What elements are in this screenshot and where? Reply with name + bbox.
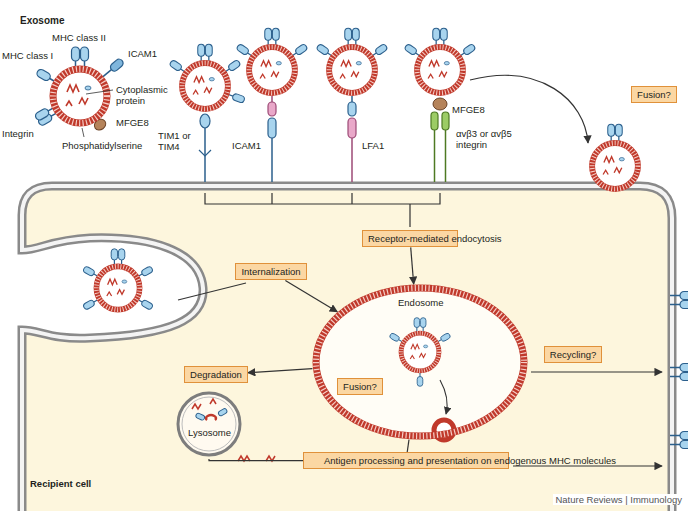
node-text: Fusion?	[343, 381, 377, 392]
label-anchor: ICAM1	[232, 140, 261, 151]
connector-arrow	[285, 280, 337, 311]
membrane-inner-line	[182, 397, 236, 451]
label-anchor: Nature Reviews | Immunology	[553, 494, 684, 505]
connector-arrow	[248, 369, 313, 373]
endosome-lumen	[316, 288, 524, 436]
exosome	[316, 28, 388, 93]
process-label: Recycling?	[544, 346, 602, 363]
lysosome-debris	[192, 399, 228, 421]
fusion-arrow	[440, 380, 447, 414]
part-label: MFGE8	[116, 117, 149, 128]
label-anchor: Integrin	[2, 128, 34, 139]
node-text: Antigen processing and presentation on e…	[324, 455, 616, 466]
process-label: Antigen processing and presentation on e…	[303, 452, 509, 469]
lysosome-lumen	[178, 393, 240, 455]
label-anchor: Cytoplasmic protein	[116, 84, 178, 107]
lysosome-compartment: Lysosome	[174, 389, 244, 459]
node-text: Lysosome	[188, 427, 231, 438]
process-label: Fusion?	[337, 378, 383, 395]
fusing-exosome	[592, 124, 638, 189]
part-label: MFGE8	[452, 104, 485, 115]
cell-membrane	[22, 186, 672, 511]
label-anchor: MHC class I	[2, 50, 53, 61]
process-label: Receptor-mediated endocytosis	[362, 230, 458, 247]
lfa1-receptor	[348, 96, 356, 182]
label-anchor: MFGE8	[116, 117, 149, 128]
part-label: αvβ3 or αvβ5 integrin	[456, 128, 526, 151]
cell-membrane-inner	[22, 186, 672, 511]
exosome	[236, 28, 308, 93]
leader-line	[82, 128, 84, 137]
membrane-stripes	[316, 288, 524, 436]
node-text: Recipient cell	[30, 478, 91, 489]
node-text: Receptor-mediated endocytosis	[368, 233, 502, 244]
internalized-exosome	[82, 249, 153, 311]
label-anchor: TIM1 or TIM4	[158, 130, 202, 153]
cell-region: Recipient cell Receptor-mediated endocyto…	[0, 176, 688, 511]
part-label: ICAM1	[232, 140, 261, 151]
membrane-mhc	[670, 292, 688, 449]
label-anchor: MHC class II	[52, 32, 106, 43]
label-anchor: Phosphatidylserine	[62, 140, 142, 151]
part-label: ICAM1	[128, 48, 157, 59]
connector-arrow	[209, 459, 303, 461]
tim-receptor	[199, 114, 211, 182]
part-label: Cytoplasmic protein	[116, 84, 178, 107]
lysosome-membrane	[174, 389, 244, 459]
part-label: MHC class I	[2, 50, 53, 61]
part-label: Phosphatidylserine	[62, 140, 142, 151]
leader-line	[86, 90, 113, 94]
part-label: TIM1 or TIM4	[158, 130, 202, 153]
exosome	[404, 28, 476, 93]
process-label: Degradation	[184, 366, 248, 383]
part-label: Integrin	[2, 128, 34, 139]
node-text: Endosome	[398, 297, 443, 308]
node-text: Recycling?	[550, 349, 596, 360]
intraluminal-exosome	[389, 318, 451, 387]
integrin-receptor	[431, 98, 449, 182]
figure-key-title: Exosome	[20, 15, 64, 27]
exosome	[169, 44, 245, 109]
internalization-arrow-tail	[178, 283, 246, 300]
endosome-compartment: EndosomeFusion?	[312, 284, 528, 440]
cell-cytoplasm	[22, 186, 672, 511]
node-text: Internalization	[241, 266, 300, 277]
node-text: Fusion?	[637, 89, 671, 100]
connector-arrow	[411, 247, 414, 284]
connector-arrow	[407, 440, 409, 452]
process-label: Fusion?	[631, 86, 677, 103]
membrane-outline	[316, 288, 524, 436]
label-anchor: MFGE8	[452, 104, 485, 115]
receptor-bracket	[205, 193, 440, 227]
recycling-arrow	[531, 371, 662, 372]
label-anchor: αvβ3 or αvβ5 integrin	[456, 128, 526, 151]
membrane-outline	[178, 393, 240, 455]
label-anchor: Exosome	[20, 15, 64, 27]
label-anchor: ICAM1	[128, 48, 157, 59]
credit-line: Nature Reviews | Immunology	[553, 494, 684, 505]
process-label: Internalization	[235, 263, 306, 280]
part-label: LFA1	[362, 140, 384, 151]
part-label: MHC class II	[52, 32, 106, 43]
label-anchor: LFA1	[362, 140, 384, 151]
node-text: Degradation	[190, 369, 242, 380]
icam1-receptor	[268, 96, 276, 182]
